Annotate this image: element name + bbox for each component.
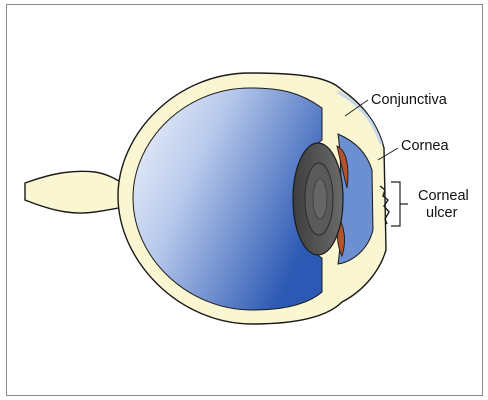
corneal-ulcer-label-line1: Corneal xyxy=(418,188,469,204)
optic-nerve xyxy=(25,171,130,213)
lens-core xyxy=(313,179,327,219)
conjunctiva-label: Conjunctiva xyxy=(371,92,448,108)
cornea-label: Cornea xyxy=(401,138,449,154)
corneal-ulcer-label-line2: ulcer xyxy=(426,205,458,221)
corneal-ulcer-bracket xyxy=(391,182,408,226)
